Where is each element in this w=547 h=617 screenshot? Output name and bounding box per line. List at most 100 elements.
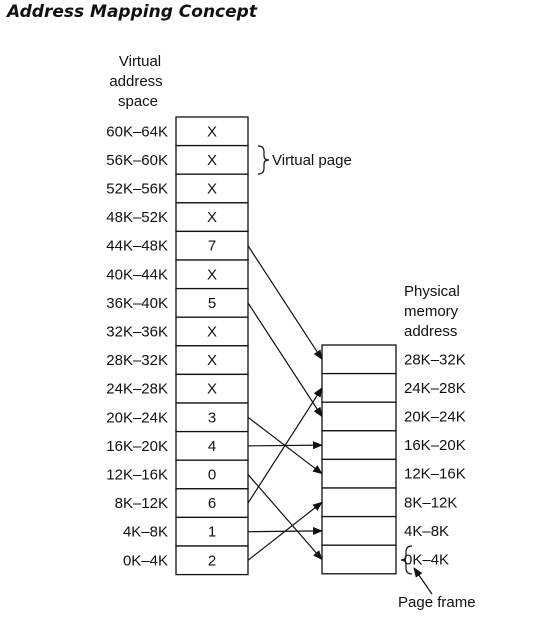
virtual-address-header: Virtual address space bbox=[109, 53, 162, 110]
virtual-page-row: 0K–4K 2 bbox=[123, 545, 249, 576]
virtual-page-value: X bbox=[207, 324, 217, 341]
virtual-page-value: 2 bbox=[208, 552, 216, 569]
mapping-arrows bbox=[247, 245, 323, 561]
virtual-page-value: 4 bbox=[208, 438, 216, 455]
physical-range-label: 12K–16K bbox=[404, 466, 466, 483]
virtual-range-label: 8K–12K bbox=[115, 495, 168, 512]
virtual-page-row: 20K–24K 3 bbox=[106, 402, 249, 433]
page-frame-pointer bbox=[413, 567, 433, 595]
virtual-page-value: X bbox=[207, 352, 217, 369]
virtual-page-value: 0 bbox=[208, 467, 216, 484]
virtual-page-row: 28K–32K X bbox=[106, 345, 249, 376]
page-frame-annotation: Page frame bbox=[398, 545, 476, 611]
virtual-page-row: 48K–52K X bbox=[106, 202, 249, 233]
physical-range-label: 4K–8K bbox=[404, 523, 449, 540]
physical-frame-row: 24K–28K bbox=[321, 372, 466, 403]
virtual-page-value: 6 bbox=[208, 495, 216, 512]
virtual-header-line-2: address bbox=[109, 73, 162, 90]
physical-frame-row: 4K–8K bbox=[321, 515, 449, 546]
virtual-range-label: 20K–24K bbox=[106, 409, 168, 426]
virtual-range-label: 60K–64K bbox=[106, 123, 168, 140]
virtual-page-cell bbox=[175, 459, 249, 490]
virtual-page-label: Virtual page bbox=[272, 152, 352, 169]
physical-header-line-2: memory bbox=[404, 303, 459, 320]
virtual-page-row: 12K–16K 0 bbox=[106, 459, 249, 490]
physical-frame-cell bbox=[321, 458, 397, 489]
physical-header-line-3: address bbox=[404, 323, 457, 340]
virtual-page-cell bbox=[175, 516, 249, 547]
virtual-range-label: 52K–56K bbox=[106, 181, 168, 198]
virtual-page-row: 60K–64K X bbox=[106, 116, 249, 147]
physical-range-label: 24K–28K bbox=[404, 380, 466, 397]
physical-frame-cell bbox=[321, 515, 397, 546]
virtual-page-value: 3 bbox=[208, 409, 216, 426]
physical-range-label: 0K–4K bbox=[404, 552, 449, 569]
virtual-page-cell bbox=[175, 259, 249, 290]
virtual-page-value: 5 bbox=[208, 295, 216, 312]
mapping-arrow bbox=[247, 501, 323, 561]
physical-frame-row: 8K–12K bbox=[321, 487, 457, 518]
physical-header-line-1: Physical bbox=[404, 283, 460, 300]
physical-frame-row: 20K–24K bbox=[321, 401, 466, 432]
page-frame-label: Page frame bbox=[398, 594, 476, 611]
mapping-arrow bbox=[247, 474, 323, 561]
virtual-range-label: 0K–4K bbox=[123, 552, 168, 569]
virtual-range-label: 44K–48K bbox=[106, 238, 168, 255]
physical-frame-cell bbox=[321, 430, 397, 461]
physical-range-label: 16K–20K bbox=[404, 437, 466, 454]
virtual-page-value: 7 bbox=[208, 238, 216, 255]
virtual-page-cell bbox=[175, 488, 249, 519]
mapping-arrow bbox=[247, 387, 323, 504]
page-frame-brace bbox=[400, 545, 413, 575]
virtual-range-label: 36K–40K bbox=[106, 295, 168, 312]
virtual-page-value: X bbox=[207, 381, 217, 398]
physical-range-label: 20K–24K bbox=[404, 409, 466, 426]
physical-frame-cell bbox=[321, 487, 397, 518]
virtual-page-row: 44K–48K 7 bbox=[106, 230, 249, 261]
virtual-page-value: X bbox=[207, 123, 217, 140]
virtual-page-value: X bbox=[207, 266, 217, 283]
virtual-page-row: 16K–20K 4 bbox=[106, 430, 249, 461]
virtual-range-label: 32K–36K bbox=[106, 324, 168, 341]
physical-range-label: 8K–12K bbox=[404, 494, 457, 511]
virtual-page-cell bbox=[175, 202, 249, 233]
virtual-page-cell bbox=[175, 116, 249, 147]
physical-frame-cell bbox=[321, 344, 397, 375]
virtual-header-line-3: space bbox=[118, 93, 158, 110]
physical-range-label: 28K–32K bbox=[404, 351, 466, 368]
mapping-arrow bbox=[247, 245, 323, 361]
virtual-header-line-1: Virtual bbox=[119, 53, 161, 70]
virtual-page-annotation: Virtual page bbox=[257, 145, 352, 175]
virtual-page-row: 24K–28K X bbox=[106, 373, 249, 404]
physical-frame-row: 12K–16K bbox=[321, 458, 466, 489]
mapping-arrow bbox=[247, 302, 323, 418]
virtual-range-label: 12K–16K bbox=[106, 467, 168, 484]
physical-address-header: Physical memory address bbox=[404, 283, 460, 340]
virtual-page-row: 8K–12K 6 bbox=[115, 488, 249, 519]
virtual-range-label: 28K–32K bbox=[106, 352, 168, 369]
virtual-page-cell bbox=[175, 287, 249, 318]
virtual-range-label: 56K–60K bbox=[106, 152, 168, 169]
virtual-range-label: 48K–52K bbox=[106, 209, 168, 226]
virtual-page-cell bbox=[175, 316, 249, 347]
virtual-page-row: 32K–36K X bbox=[106, 316, 249, 347]
virtual-page-row: 52K–56K X bbox=[106, 173, 249, 204]
physical-frame-row: 16K–20K bbox=[321, 430, 466, 461]
virtual-page-cell bbox=[175, 173, 249, 204]
virtual-range-label: 24K–28K bbox=[106, 381, 168, 398]
virtual-page-row: 36K–40K 5 bbox=[106, 287, 249, 318]
physical-frame-cell bbox=[321, 401, 397, 432]
virtual-range-label: 40K–44K bbox=[106, 266, 168, 283]
virtual-page-value: X bbox=[207, 209, 217, 226]
virtual-range-label: 16K–20K bbox=[106, 438, 168, 455]
physical-frame-cell bbox=[321, 544, 397, 575]
physical-frame-row: 0K–4K bbox=[321, 544, 449, 575]
virtual-page-cell bbox=[175, 345, 249, 376]
physical-frame-cell bbox=[321, 372, 397, 403]
virtual-page-value: X bbox=[207, 181, 217, 198]
virtual-range-label: 4K–8K bbox=[123, 524, 168, 541]
